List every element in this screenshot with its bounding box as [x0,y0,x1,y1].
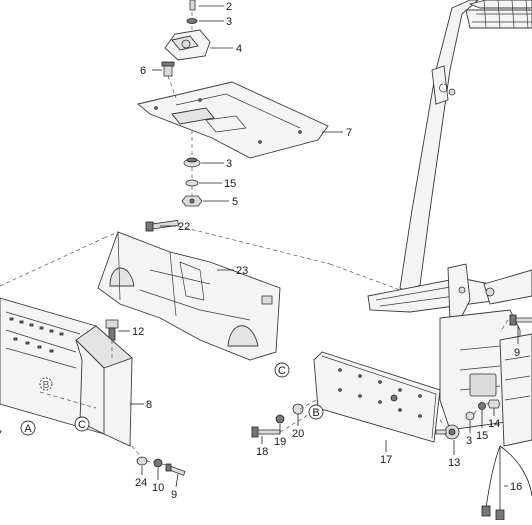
assembly-lines [0,12,509,467]
callout-20: 20 [292,428,304,440]
top-hardware-stack [161,0,211,77]
callout-18: 18 [256,446,268,458]
callout-12: 12 [132,326,144,338]
callout-5: 5 [232,196,238,208]
leader-lines [118,5,519,488]
callout-6: 6 [140,65,146,77]
callout-23: 23 [236,265,248,277]
callout-3-right: 3 [466,435,472,447]
callout-13: 13 [448,457,460,469]
ref-c-center: C [278,365,286,377]
callout-7-left: 7 [0,429,2,441]
panel-17 [313,351,441,443]
bolt-22 [145,219,179,232]
callout-9-bottom: 9 [171,489,177,501]
callout-19: 19 [274,436,286,448]
callout-3-top: 3 [226,16,232,28]
side-console-8 [0,297,133,447]
ref-a: A [24,423,32,435]
callout-2: 2 [226,1,232,13]
lower-hardware-stack [181,157,203,207]
callout-9-right: 9 [514,347,520,359]
callout-3-lower: 3 [226,158,232,170]
callout-16: 16 [510,481,522,493]
wire-harness-16 [481,445,532,521]
ref-b-ghost: B [43,380,50,391]
callout-15-right: 15 [476,430,488,442]
callout-4: 4 [236,43,242,55]
callouts: 2 3 4 6 7 3 15 5 22 23 12 8 7 24 10 9 18… [0,1,522,501]
seat-base-23 [97,231,281,361]
callout-14: 14 [488,418,500,430]
callout-7-plate: 7 [346,127,352,139]
floor-plate [137,81,329,159]
callout-22: 22 [178,221,190,233]
hardware-24-10-9 [136,456,186,476]
ref-c-left: C [78,419,86,431]
hardware-18-19-20 [251,403,304,438]
callout-17: 17 [380,454,392,466]
hardware-13-3-15-14 [435,314,532,440]
callout-8: 8 [146,399,152,411]
callout-24: 24 [135,477,147,489]
callout-15-lower: 15 [224,178,236,190]
reference-markers: B A C C B [20,362,324,436]
callout-10: 10 [152,482,164,494]
ref-b-panel: B [312,407,319,419]
roll-cage-frame [367,0,532,447]
